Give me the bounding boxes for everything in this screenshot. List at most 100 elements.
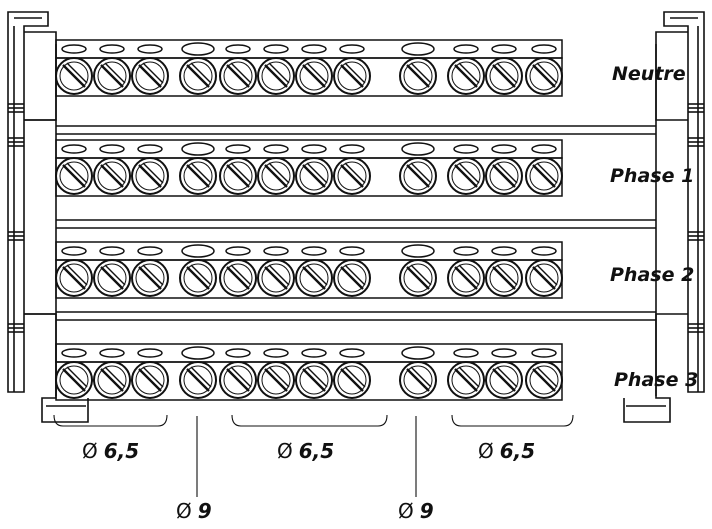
hole-small-0 (61, 246, 87, 256)
screw-3 (179, 361, 217, 399)
screw-1 (93, 57, 131, 95)
screw-slot-b-5 (268, 366, 290, 388)
screw-slot-b-9 (458, 162, 480, 184)
screw-slot-a-0 (62, 368, 86, 392)
screw-inner-11 (529, 365, 559, 395)
bar-label-neutre: Neutre (612, 63, 686, 85)
screw-9 (447, 157, 485, 195)
screw-inner-5 (261, 365, 291, 395)
screw-inner-1 (97, 365, 127, 395)
screw-1 (93, 259, 131, 297)
screw-slot-b-1 (104, 162, 126, 184)
hole-small-4 (263, 144, 289, 154)
screw-slot-b-4 (230, 366, 252, 388)
screw-inner-2 (135, 365, 165, 395)
screw-inner-10 (489, 61, 519, 91)
screw-slot-b-10 (496, 264, 518, 286)
screw-slot-a-8 (406, 368, 430, 392)
busbar-1 (55, 39, 563, 97)
hole-small-2 (137, 246, 163, 256)
hole-small-3 (225, 44, 251, 54)
screw-inner-8 (403, 263, 433, 293)
hole-small-9 (531, 44, 557, 54)
screw-6 (295, 157, 333, 195)
screw-4 (219, 361, 257, 399)
screw-inner-6 (299, 365, 329, 395)
screw-11 (525, 157, 563, 195)
screw-3 (179, 57, 217, 95)
screw-slot-b-0 (66, 62, 88, 84)
screw-inner-1 (97, 263, 127, 293)
hole-small-5 (301, 246, 327, 256)
hole-large-0 (181, 244, 215, 258)
screw-8 (399, 157, 437, 195)
screw-9 (447, 57, 485, 95)
screw-0 (55, 57, 93, 95)
dimension-bracket-middle (231, 414, 388, 427)
screw-inner-0 (59, 365, 89, 395)
screw-inner-11 (529, 61, 559, 91)
hole-small-8 (491, 44, 517, 54)
screw-10 (485, 157, 523, 195)
screw-inner-1 (97, 161, 127, 191)
screw-11 (525, 259, 563, 297)
screw-slot-b-7 (344, 264, 366, 286)
screw-slot-a-2 (138, 64, 162, 88)
hole-large-1 (401, 244, 435, 258)
screw-10 (485, 259, 523, 297)
hole-large-1 (401, 42, 435, 56)
screw-slot-a-5 (264, 64, 288, 88)
screw-slot-a-5 (264, 164, 288, 188)
hole-small-6 (339, 348, 365, 358)
screw-slot-b-6 (306, 162, 328, 184)
screw-slot-b-0 (66, 366, 88, 388)
screw-inner-8 (403, 161, 433, 191)
hole-small-5 (301, 144, 327, 154)
screw-inner-3 (183, 365, 213, 395)
screw-slot-a-2 (138, 368, 162, 392)
bar-label-phase-2: Phase 2 (610, 264, 694, 286)
screw-slot-b-3 (190, 264, 212, 286)
screw-slot-b-10 (496, 62, 518, 84)
screw-inner-4 (223, 61, 253, 91)
screw-2 (131, 259, 169, 297)
hole-small-8 (491, 348, 517, 358)
screw-slot-a-9 (454, 266, 478, 290)
hole-small-7 (453, 348, 479, 358)
screw-slot-a-6 (302, 368, 326, 392)
screw-10 (485, 361, 523, 399)
busbar-4 (55, 343, 563, 401)
screw-inner-5 (261, 161, 291, 191)
frame-part-0 (7, 11, 49, 393)
hole-small-2 (137, 348, 163, 358)
screw-9 (447, 259, 485, 297)
hole-small-4 (263, 246, 289, 256)
screw-slot-b-9 (458, 264, 480, 286)
screw-4 (219, 259, 257, 297)
screw-slot-a-0 (62, 266, 86, 290)
screw-0 (55, 361, 93, 399)
screw-slot-b-7 (344, 366, 366, 388)
screw-9 (447, 361, 485, 399)
dimension-bracket-right (451, 414, 574, 427)
screw-2 (131, 57, 169, 95)
hole-small-2 (137, 144, 163, 154)
screw-slot-b-11 (536, 366, 558, 388)
screw-slot-b-7 (344, 162, 366, 184)
busbar-2 (55, 139, 563, 197)
hole-small-7 (453, 44, 479, 54)
screw-slot-a-9 (454, 64, 478, 88)
screw-slot-a-8 (406, 64, 430, 88)
hole-small-3 (225, 348, 251, 358)
screw-slot-a-3 (186, 368, 210, 392)
screw-5 (257, 259, 295, 297)
screw-inner-3 (183, 161, 213, 191)
screw-slot-a-11 (532, 368, 556, 392)
hole-small-0 (61, 144, 87, 154)
hole-small-8 (491, 246, 517, 256)
screw-inner-9 (451, 263, 481, 293)
screw-inner-7 (337, 263, 367, 293)
